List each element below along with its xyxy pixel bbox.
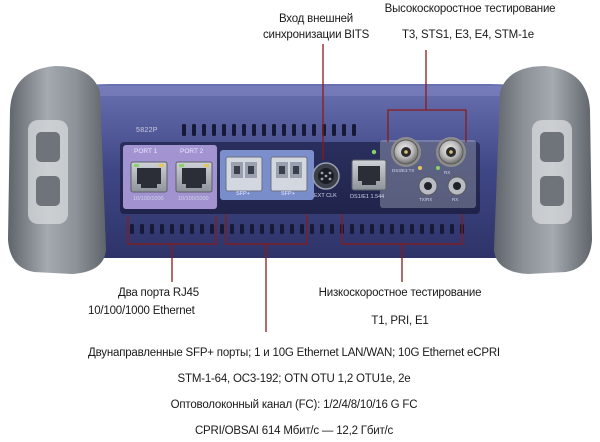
high-speed-label-line2: T3, STS1, E3, E4, STM-1e <box>402 29 534 41</box>
sfp-port-1 <box>225 156 263 192</box>
ds1-rx-label: RX <box>452 197 459 202</box>
sfp2-label: SFP+ <box>281 191 295 197</box>
ext-clk-label: EXT CLK <box>314 193 337 199</box>
model-number: 5822P <box>136 127 158 134</box>
ext-sync-label-line1: Вход внешней <box>278 13 354 25</box>
rj45-port-2 <box>175 161 213 193</box>
high-speed-callout-bracket <box>387 109 467 142</box>
left-bumper <box>8 66 106 274</box>
port2-speed: 10/100/1000 <box>178 196 209 202</box>
ds1-label: DS1/E1 1.544 <box>350 194 385 200</box>
audio-jack-2 <box>447 176 467 196</box>
sfp1-label: SFP+ <box>236 191 250 197</box>
callout-lines <box>127 44 467 332</box>
low-speed-label-line2: T1, PRI, E1 <box>371 315 429 327</box>
sfp-port-2 <box>270 156 308 192</box>
ethernet-highlight <box>123 145 217 209</box>
sfp-label-line4: CPRI/OBSAI 614 Мбит/с — 12,2 Гбит/с <box>194 425 394 437</box>
port1-speed: 10/100/1000 <box>133 196 164 202</box>
low-speed-label-line1: Низкоскоростное тестирование <box>318 287 482 299</box>
ds3-tx-label: DS3/E3 TX <box>392 168 415 173</box>
vent-slots <box>182 124 356 136</box>
port1-label: PORT 1 <box>134 148 158 155</box>
rj45-port-1 <box>130 161 168 193</box>
ds1-port <box>351 149 387 191</box>
high-speed-label-line1: Высокоскоростное тестирование <box>384 3 556 15</box>
right-bumper <box>494 66 592 274</box>
ext-clk-connector <box>312 162 340 190</box>
sfp-label-line1: Двунаправленные SFP+ порты; 1 и 10G Ethe… <box>88 347 500 359</box>
ds1-tx-label: TX/RX <box>419 197 433 202</box>
rj45-label-line2: 10/100/1000 Ethernet <box>88 305 195 317</box>
rj45-label-line1: Два порта RJ45 <box>118 287 199 299</box>
sfp-label-line3: Оптоволоконный канал (FC): 1/2/4/8/10/16… <box>170 399 418 411</box>
port2-label: PORT 2 <box>180 148 204 155</box>
ds3-rx-label: RX <box>444 170 451 175</box>
bnc-connector-2 <box>436 137 466 167</box>
bnc-connector-1 <box>391 137 421 167</box>
audio-jack-1 <box>418 176 438 196</box>
sfp-label-line2: STM-1-64, OC3-192; OTN OTU 1,2 OTU1e, 2e <box>177 373 411 385</box>
ext-sync-label-line2: синхронизации BITS <box>262 29 370 41</box>
